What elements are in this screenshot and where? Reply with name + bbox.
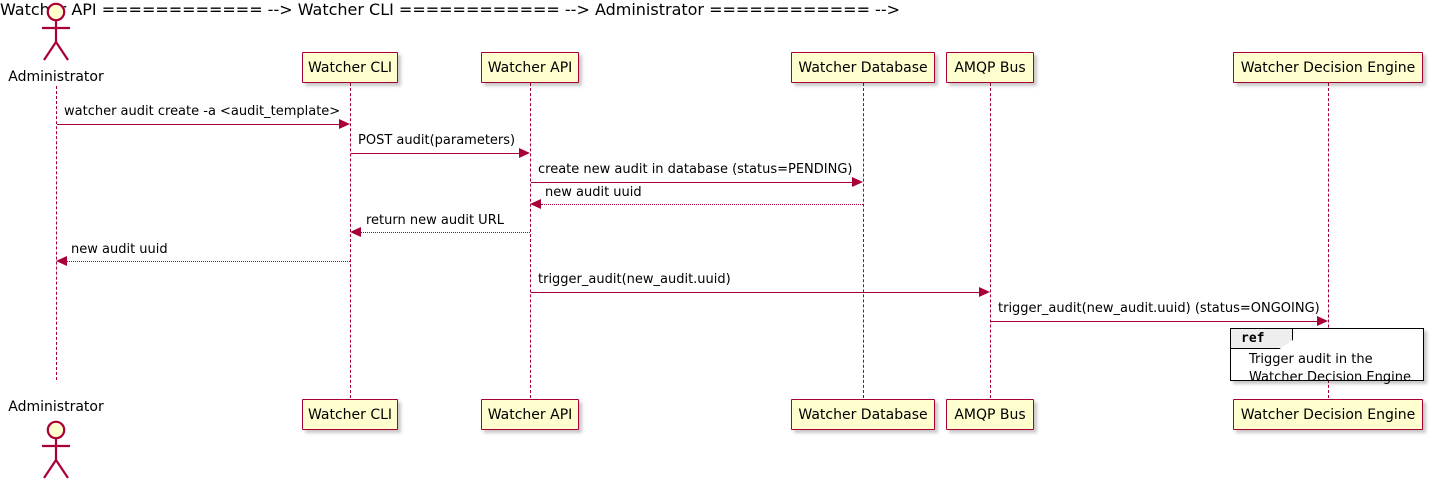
participant-label-watcher-decision-engine-top: Watcher Decision Engine xyxy=(1240,59,1416,76)
participant-box-amqp-bus-bottom[interactable]: AMQP Bus xyxy=(946,399,1034,430)
lifeline-watcher-cli xyxy=(350,83,351,398)
participant-box-watcher-database-bottom[interactable]: Watcher Database xyxy=(791,399,935,430)
message-arrowhead-7 xyxy=(979,287,990,297)
lifeline-administrator xyxy=(56,86,57,380)
participant-box-amqp-bus-top[interactable]: AMQP Bus xyxy=(946,52,1034,83)
participant-box-watcher-api-bottom[interactable]: Watcher API xyxy=(481,399,579,430)
message-line-8 xyxy=(991,321,1317,322)
participant-label-amqp-bus-bottom: AMQP Bus xyxy=(954,406,1026,423)
participant-label-watcher-database-top: Watcher Database xyxy=(798,59,928,76)
actor-administrator-bottom xyxy=(42,420,70,479)
message-label-8: trigger_audit(new_audit.uuid) (status=ON… xyxy=(998,301,1320,316)
message-line-1 xyxy=(57,124,339,125)
message-label-1: watcher audit create -a <audit_template> xyxy=(64,104,341,119)
lifeline-amqp-bus xyxy=(990,83,991,398)
ref-fragment-tab xyxy=(1231,329,1293,349)
message-label-6: new audit uuid xyxy=(71,242,168,257)
participant-box-watcher-decision-engine-bottom[interactable]: Watcher Decision Engine xyxy=(1233,399,1423,430)
message-line-4 xyxy=(541,204,863,205)
participant-box-watcher-database-top[interactable]: Watcher Database xyxy=(791,52,935,83)
participant-label-watcher-api-top: Watcher API xyxy=(487,59,573,76)
participant-label-watcher-cli-top: Watcher CLI xyxy=(307,59,393,76)
message-line-3 xyxy=(531,182,852,183)
message-arrowhead-2 xyxy=(519,148,530,158)
message-arrowhead-6 xyxy=(56,256,67,266)
lifeline-watcher-database xyxy=(863,83,864,398)
participant-box-watcher-api-top[interactable]: Watcher API xyxy=(481,52,579,83)
participant-label-watcher-cli-bottom: Watcher CLI xyxy=(307,406,393,423)
message-line-5 xyxy=(361,232,530,233)
participant-box-watcher-cli-bottom[interactable]: Watcher CLI xyxy=(302,399,398,430)
message-label-7: trigger_audit(new_audit.uuid) xyxy=(538,272,731,287)
message-line-7 xyxy=(531,292,979,293)
message-label-2: POST audit(parameters) xyxy=(358,133,516,148)
message-arrowhead-1 xyxy=(339,119,350,129)
actor-label-administrator-top: Administrator xyxy=(8,69,104,85)
participant-label-watcher-decision-engine-bottom: Watcher Decision Engine xyxy=(1240,406,1416,423)
ref-fragment: ref Trigger audit in the Watcher Decisio… xyxy=(1230,328,1424,385)
message-label-5: return new audit URL xyxy=(366,213,504,228)
message-label-3: create new audit in database (status=PEN… xyxy=(538,162,853,177)
message-arrowhead-8 xyxy=(1317,316,1328,326)
actor-label-administrator-bottom: Administrator xyxy=(8,399,104,415)
lifeline-watcher-api xyxy=(530,83,531,398)
message-label-4: new audit uuid xyxy=(545,185,642,200)
message-arrowhead-3 xyxy=(852,177,863,187)
actor-administrator-top xyxy=(42,2,70,61)
message-line-2 xyxy=(351,153,519,154)
participant-label-watcher-api-bottom: Watcher API xyxy=(487,406,573,423)
message-arrowhead-4 xyxy=(530,199,541,209)
participant-label-watcher-database-bottom: Watcher Database xyxy=(798,406,928,423)
ref-fragment-tab-label: ref xyxy=(1241,331,1265,346)
participant-label-amqp-bus-top: AMQP Bus xyxy=(954,59,1026,76)
ref-fragment-text: Trigger audit in the Watcher Decision En… xyxy=(1249,352,1411,386)
lifeline-watcher-decision-engine xyxy=(1328,83,1329,398)
message-arrowhead-5 xyxy=(350,227,361,237)
message-line-6 xyxy=(67,261,350,262)
participant-box-watcher-decision-engine-top[interactable]: Watcher Decision Engine xyxy=(1233,52,1423,83)
participant-box-watcher-cli-top[interactable]: Watcher CLI xyxy=(302,52,398,83)
